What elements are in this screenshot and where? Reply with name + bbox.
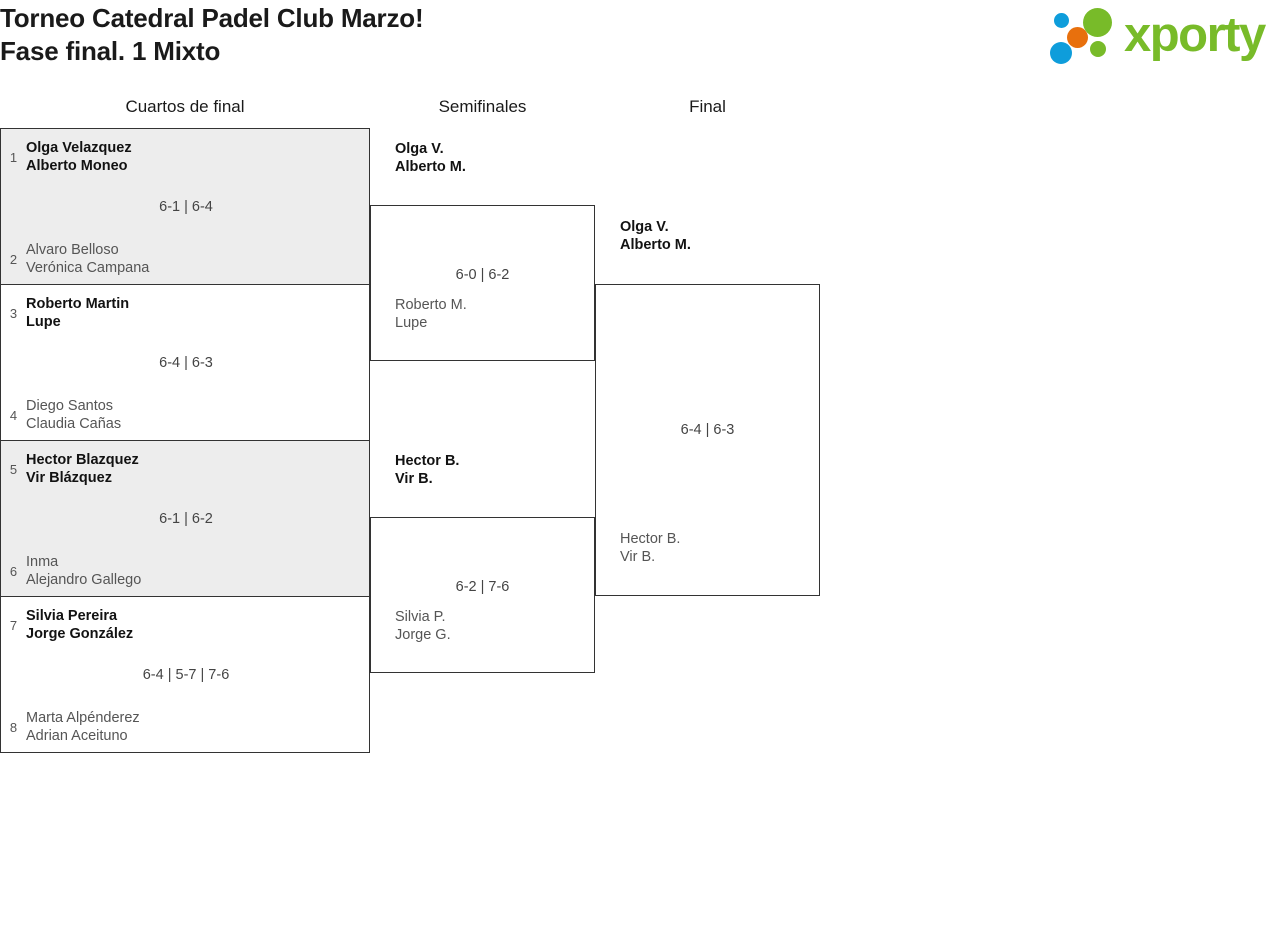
- team-names: Marta Alpénderez Adrian Aceituno: [26, 710, 140, 744]
- team-names: Hector Blazquez Vir Blázquez: [26, 452, 139, 486]
- seed-number: 4: [9, 407, 18, 423]
- seed-number: 8: [9, 719, 18, 735]
- match-final-team-top[interactable]: Olga V. Alberto M.: [595, 216, 820, 256]
- match-sf-1-score: 6-0 | 6-2: [455, 267, 510, 283]
- connector-final-down: [594, 517, 595, 596]
- team-names: Roberto M. Lupe: [395, 297, 467, 331]
- seed-number: 2: [9, 251, 18, 267]
- logo-wordmark: xporty: [1124, 8, 1266, 62]
- tournament-bracket: 1 Olga Velazquez Alberto Moneo 6-1 | 6-4…: [0, 128, 900, 768]
- connector-sf2-left: [369, 440, 370, 518]
- match-qf-1-team-top[interactable]: 1 Olga Velazquez Alberto Moneo: [1, 137, 369, 177]
- xporty-logo[interactable]: xporty: [1050, 5, 1275, 67]
- seed-number: 5: [9, 461, 18, 477]
- match-qf-4-team-top[interactable]: 7 Silvia Pereira Jorge González: [1, 605, 369, 645]
- seed-number: 7: [9, 617, 18, 633]
- logo-dot-green-small: [1090, 41, 1106, 57]
- seed-number: 6: [9, 563, 18, 579]
- tournament-title-line-1: Torneo Catedral Padel Club Marzo!: [0, 3, 424, 33]
- match-qf-2-team-top[interactable]: 3 Roberto Martin Lupe: [1, 293, 369, 333]
- seed-number: 1: [9, 149, 18, 165]
- match-qf-2[interactable]: 3 Roberto Martin Lupe 6-4 | 6-3 4 Diego …: [0, 284, 370, 441]
- logo-dot-blue-small: [1054, 13, 1069, 28]
- match-qf-3-team-bottom[interactable]: 6 Inma Alejandro Gallego: [1, 551, 369, 591]
- match-qf-3-score: 6-1 | 6-2: [159, 511, 213, 527]
- round-header-quarterfinals: Cuartos de final: [125, 97, 245, 116]
- match-sf-1-team-bottom[interactable]: Roberto M. Lupe: [370, 294, 595, 334]
- seed-number: 3: [9, 305, 18, 321]
- connector-sf1-left: [369, 128, 370, 206]
- match-qf-4-score: 6-4 | 5-7 | 7-6: [142, 667, 230, 683]
- match-qf-3[interactable]: 5 Hector Blazquez Vir Blázquez 6-1 | 6-2…: [0, 440, 370, 597]
- page-header: Torneo Catedral Padel Club Marzo! Fase f…: [0, 0, 1280, 78]
- team-names: Alvaro Belloso Verónica Campana: [26, 242, 150, 276]
- team-names: Olga Velazquez Alberto Moneo: [26, 140, 132, 174]
- match-final-score: 6-4 | 6-3: [680, 422, 735, 438]
- match-qf-4-team-bottom[interactable]: 8 Marta Alpénderez Adrian Aceituno: [1, 707, 369, 747]
- team-names: Olga V. Alberto M.: [395, 141, 466, 175]
- match-qf-1-score: 6-1 | 6-4: [159, 199, 213, 215]
- match-sf-1[interactable]: 6-0 | 6-2: [370, 205, 595, 361]
- match-sf-2-score: 6-2 | 7-6: [455, 579, 510, 595]
- team-names: Diego Santos Claudia Cañas: [26, 398, 122, 432]
- match-qf-4[interactable]: 7 Silvia Pereira Jorge González 6-4 | 5-…: [0, 596, 370, 753]
- team-names: Olga V. Alberto M.: [620, 219, 691, 253]
- tournament-title-line-2: Fase final. 1 Mixto: [0, 36, 221, 66]
- round-header-final: Final: [689, 97, 726, 116]
- team-names: Hector B. Vir B.: [620, 531, 681, 565]
- match-qf-1-team-bottom[interactable]: 2 Alvaro Belloso Verónica Campana: [1, 239, 369, 279]
- match-sf-2[interactable]: 6-2 | 7-6: [370, 517, 595, 673]
- round-header-semifinals: Semifinales: [438, 97, 527, 116]
- team-names: Silvia P. Jorge G.: [395, 609, 451, 643]
- match-final[interactable]: 6-4 | 6-3: [595, 284, 820, 596]
- team-names: Roberto Martin Lupe: [26, 296, 130, 330]
- team-names: Inma Alejandro Gallego: [26, 554, 142, 588]
- match-sf-2-team-bottom[interactable]: Silvia P. Jorge G.: [370, 606, 595, 646]
- page-title: Torneo Catedral Padel Club Marzo! Fase f…: [0, 2, 424, 68]
- connector-final-up: [594, 205, 595, 285]
- match-final-team-bottom[interactable]: Hector B. Vir B.: [595, 528, 820, 568]
- logo-dot-blue-large: [1050, 42, 1072, 64]
- match-qf-2-score: 6-4 | 6-3: [159, 355, 213, 371]
- team-names: Hector B. Vir B.: [395, 453, 460, 487]
- logo-dots-icon: [1050, 8, 1122, 64]
- match-sf-2-team-top[interactable]: Hector B. Vir B.: [370, 450, 595, 490]
- team-names: Silvia Pereira Jorge González: [26, 608, 134, 642]
- logo-dot-orange: [1067, 27, 1088, 48]
- match-qf-1[interactable]: 1 Olga Velazquez Alberto Moneo 6-1 | 6-4…: [0, 128, 370, 285]
- match-sf-1-team-top[interactable]: Olga V. Alberto M.: [370, 138, 595, 178]
- match-qf-2-team-bottom[interactable]: 4 Diego Santos Claudia Cañas: [1, 395, 369, 435]
- logo-dot-green-large: [1083, 8, 1112, 37]
- match-qf-3-team-top[interactable]: 5 Hector Blazquez Vir Blázquez: [1, 449, 369, 489]
